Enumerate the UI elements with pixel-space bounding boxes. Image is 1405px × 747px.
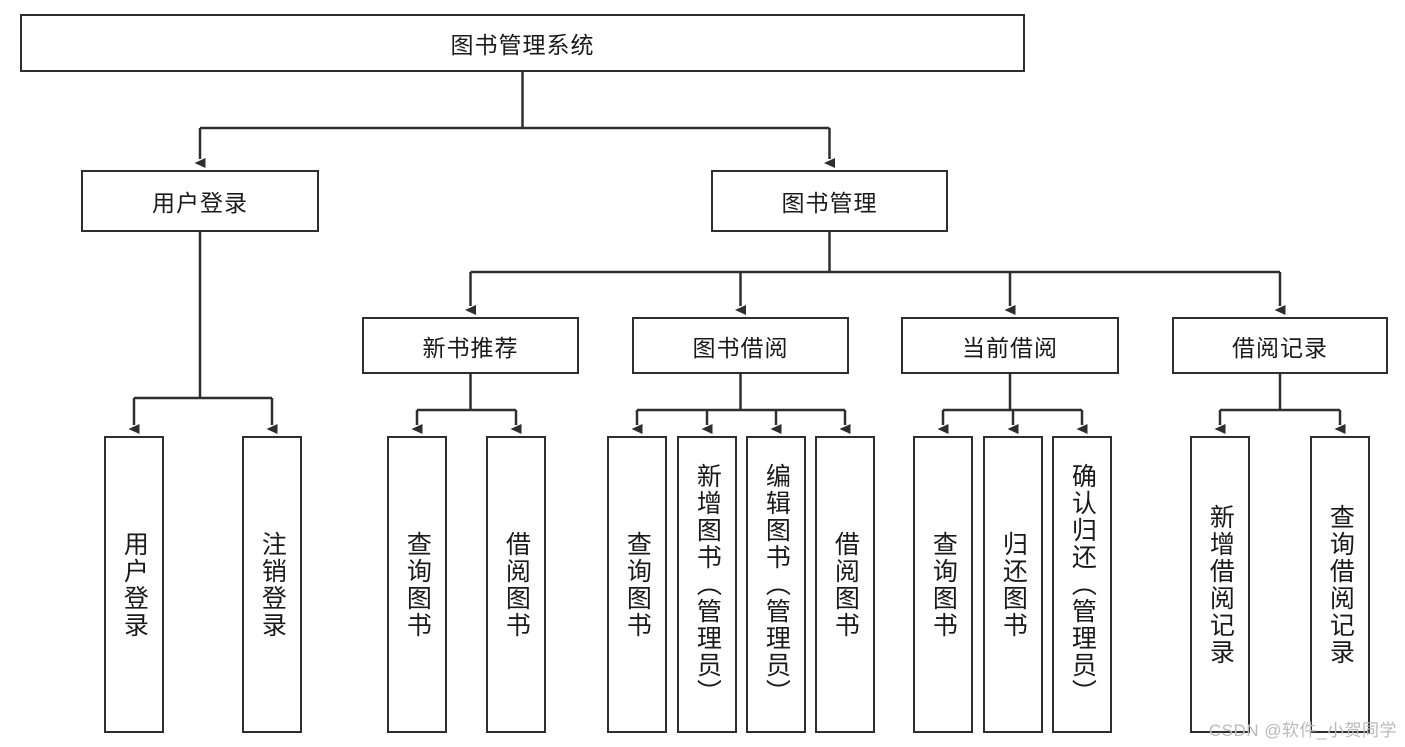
leaf-node-label: 编辑图书（管理员） <box>762 463 791 706</box>
csdn-watermark: CSDN @软件_小贺同学 <box>1208 721 1397 740</box>
leaf-node-box[interactable]: 确认归还（管理员） <box>1052 436 1112 733</box>
level3-node-box[interactable]: 借阅记录 <box>1172 317 1388 374</box>
level2-node-label: 图书管理 <box>781 190 878 216</box>
level3-node-label: 借阅记录 <box>1232 334 1328 361</box>
leaf-node-box[interactable]: 归还图书 <box>983 436 1043 733</box>
leaf-node-box[interactable]: 新增图书（管理员） <box>677 436 737 733</box>
root-node-box[interactable]: 图书管理系统 <box>20 14 1025 72</box>
level3-node-label: 当前借阅 <box>962 334 1058 361</box>
leaf-node-label: 查询图书 <box>929 530 958 639</box>
leaf-node-label: 新增图书（管理员） <box>693 463 722 706</box>
leaf-node-box[interactable]: 借阅图书 <box>486 436 546 733</box>
leaf-node-box[interactable]: 编辑图书（管理员） <box>746 436 806 733</box>
leaf-node-box[interactable]: 用户登录 <box>104 436 164 733</box>
level3-node-label: 图书借阅 <box>692 334 789 361</box>
leaf-node-box[interactable]: 查询图书 <box>607 436 667 733</box>
level3-node-box[interactable]: 新书推荐 <box>362 317 579 374</box>
leaf-node-label: 新增借阅记录 <box>1206 503 1235 666</box>
leaf-node-label: 借阅图书 <box>502 530 531 639</box>
level2-node-label: 用户登录 <box>152 190 248 216</box>
leaf-node-box[interactable]: 新增借阅记录 <box>1190 436 1250 733</box>
leaf-node-label: 确认归还（管理员） <box>1068 463 1097 706</box>
leaf-node-box[interactable]: 查询图书 <box>913 436 973 733</box>
root-node-label: 图书管理系统 <box>450 32 595 58</box>
leaf-node-label: 查询借阅记录 <box>1326 503 1355 666</box>
level3-node-box[interactable]: 当前借阅 <box>901 317 1119 374</box>
level2-node-box[interactable]: 用户登录 <box>81 170 319 232</box>
leaf-node-box[interactable]: 查询借阅记录 <box>1310 436 1370 733</box>
leaf-node-label: 借阅图书 <box>831 530 860 639</box>
level2-node-box[interactable]: 图书管理 <box>711 170 948 232</box>
leaf-node-box[interactable]: 借阅图书 <box>815 436 875 733</box>
leaf-node-label: 查询图书 <box>403 530 432 639</box>
leaf-node-label: 查询图书 <box>623 530 652 639</box>
level3-node-box[interactable]: 图书借阅 <box>632 317 849 374</box>
leaf-node-label: 注销登录 <box>258 530 287 639</box>
leaf-node-box[interactable]: 注销登录 <box>242 436 302 733</box>
level3-node-label: 新书推荐 <box>422 334 519 361</box>
leaf-node-label: 用户登录 <box>120 530 149 639</box>
leaf-node-box[interactable]: 查询图书 <box>387 436 447 733</box>
leaf-node-label: 归还图书 <box>999 530 1028 639</box>
